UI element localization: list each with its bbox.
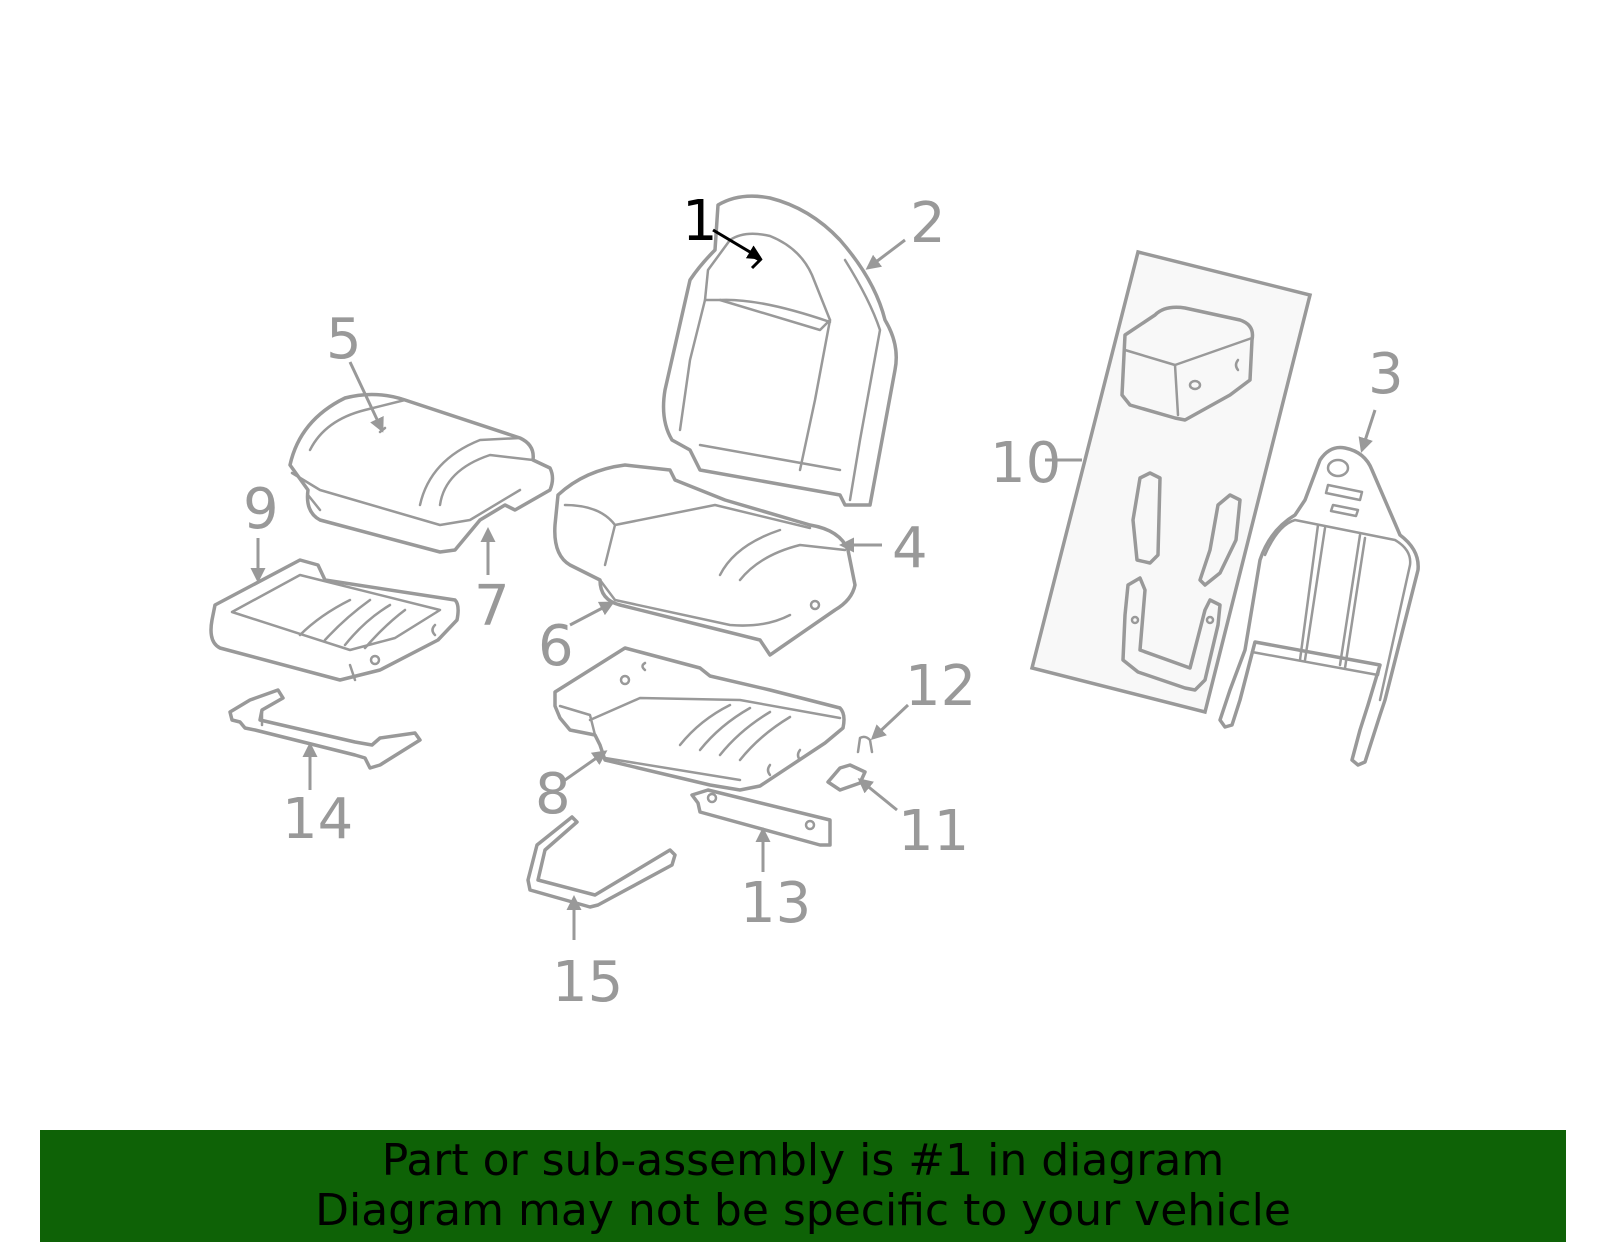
seat-back-frame <box>1218 445 1420 767</box>
callout-13: 13 <box>740 871 811 936</box>
retaining-hook <box>856 735 874 754</box>
callout-3: 3 <box>1368 342 1404 407</box>
callout-2: 2 <box>910 191 946 256</box>
seat-trim-kit <box>1029 249 1313 715</box>
banner-line-part: Part or sub-assembly is #1 in diagram <box>381 1135 1225 1186</box>
callout-11: 11 <box>898 799 969 864</box>
left-seat-cushion-cover <box>288 392 555 554</box>
left-seat-frame <box>209 558 460 682</box>
lower-wire-bracket <box>526 815 677 909</box>
callout-14: 14 <box>282 787 353 852</box>
left-seat-bracket <box>228 688 422 770</box>
seat-back-cover <box>661 194 898 507</box>
leader-lines <box>250 228 1377 940</box>
info-banner: Part or sub-assembly is #1 in diagram Di… <box>40 1130 1566 1242</box>
seat-frame <box>553 646 846 792</box>
callout-9: 9 <box>243 477 279 542</box>
callout-labels: 1 2 3 4 5 6 7 8 9 10 11 12 13 14 15 <box>243 189 1404 1015</box>
callout-12: 12 <box>905 654 976 719</box>
seat-slide-rail <box>690 788 832 847</box>
callout-5: 5 <box>326 307 362 372</box>
seat-cushion-cover <box>553 463 857 657</box>
callout-6: 6 <box>538 614 574 679</box>
callout-15: 15 <box>552 950 623 1015</box>
banner-line-disclaimer: Diagram may not be specific to your vehi… <box>315 1185 1291 1236</box>
callout-10: 10 <box>990 431 1061 496</box>
trim-clip <box>826 763 867 792</box>
callout-7: 7 <box>474 574 510 639</box>
callout-1: 1 <box>682 189 718 254</box>
callout-4: 4 <box>892 516 928 581</box>
callout-8: 8 <box>535 762 571 827</box>
